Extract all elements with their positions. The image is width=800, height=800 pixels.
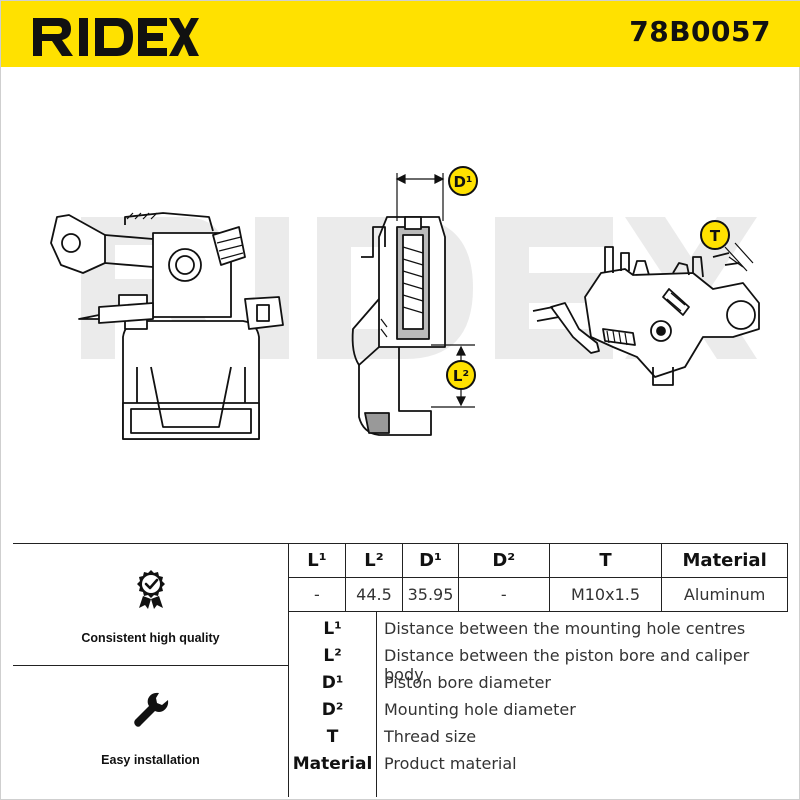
callout-t-label: T [710, 227, 721, 245]
spec-table-value-row: - 44.5 35.95 - M10x1.5 Aluminum [288, 577, 788, 612]
feature-installation-label: Easy installation [101, 753, 200, 767]
header-material: Material [661, 543, 788, 578]
quality-check-badge-icon [136, 570, 165, 609]
legend-key: D¹ [321, 673, 344, 693]
callout-l2-label: L² [453, 367, 469, 385]
callout-d1-badge: D¹ [448, 166, 478, 196]
part-number: 78B0057 [629, 15, 771, 48]
dimension-d1 [395, 173, 445, 221]
callout-t-badge: T [700, 220, 730, 250]
legend-row-material: Material Product material [289, 754, 789, 780]
callout-d1-label: D¹ [453, 173, 472, 191]
header-l1: L¹ [288, 543, 346, 578]
value-l1: - [288, 577, 346, 612]
legend-text: Piston bore diameter [384, 673, 551, 692]
header-d1: D¹ [402, 543, 459, 578]
caliper-front-view [50, 212, 284, 440]
feature-quality-label: Consistent high quality [81, 631, 220, 645]
feature-divider [13, 665, 288, 666]
header-d2: D² [457, 543, 550, 578]
legend-separator [376, 611, 377, 797]
value-d2: - [457, 577, 550, 612]
legend-text: Thread size [384, 727, 477, 746]
legend-row-t: T Thread size [289, 727, 789, 753]
callout-l2-badge: L² [446, 360, 476, 390]
legend-row-d2: D² Mounting hole diameter [289, 700, 789, 726]
header-bar: 78B0057 [1, 1, 800, 67]
legend-text: Mounting hole diameter [384, 700, 576, 719]
legend: L¹ Distance between the mounting hole ce… [288, 611, 789, 797]
legend-row-l2: L² Distance between the piston bore and … [289, 646, 789, 684]
value-d1: 35.95 [402, 577, 459, 612]
header-t: T [548, 543, 663, 578]
value-material: Aluminum [661, 577, 788, 612]
wrench-icon [133, 692, 168, 727]
legend-text: Distance between the piston bore and cal… [384, 646, 750, 684]
caliper-rear-view [532, 246, 760, 386]
legend-row-l1: L¹ Distance between the mounting hole ce… [289, 619, 789, 645]
spec-table-header-row: L¹ L² D¹ D² T Material [288, 543, 788, 578]
spec-table: L¹ L² D¹ D² T Material - 44.5 35.95 - M1… [288, 543, 788, 612]
dimension-t [724, 242, 754, 272]
ridex-logo [33, 18, 199, 56]
value-l2: 44.5 [344, 577, 404, 612]
feature-quality: Consistent high quality [13, 568, 288, 645]
caliper-technical-drawing: D¹ L² T [50, 166, 760, 440]
legend-key: L² [323, 646, 342, 666]
legend-key: T [326, 727, 339, 747]
legend-text: Distance between the mounting hole centr… [384, 619, 746, 638]
features-panel: Consistent high quality Easy installatio… [13, 543, 288, 798]
legend-row-d1: D¹ Piston bore diameter [289, 673, 789, 699]
caliper-section-view [351, 216, 446, 436]
header-l2: L² [344, 543, 404, 578]
legend-key: Material [292, 754, 373, 774]
legend-key: L¹ [323, 619, 342, 639]
legend-text: Product material [384, 754, 517, 773]
legend-key: D² [321, 700, 344, 720]
value-t: M10x1.5 [548, 577, 663, 612]
feature-installation: Easy installation [13, 690, 288, 767]
